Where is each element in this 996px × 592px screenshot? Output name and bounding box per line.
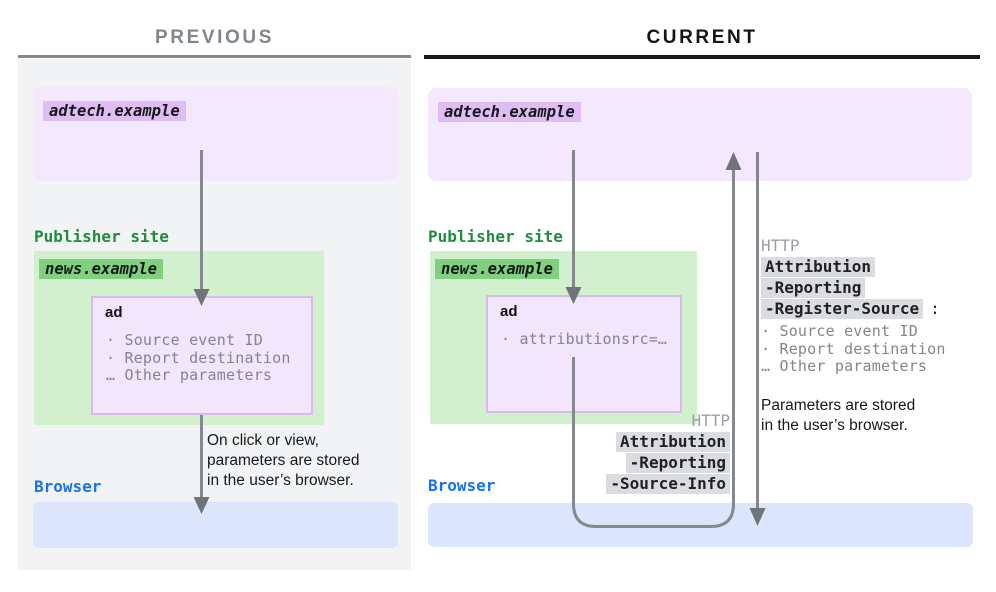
http-response-header: Attribution xyxy=(761,257,875,277)
current-title-rule xyxy=(424,55,980,59)
current-ad-param: · attributionsrc=… xyxy=(501,330,668,348)
current-adtech-box: adtech.example xyxy=(428,88,972,181)
http-response-param: · Source event ID xyxy=(761,322,918,340)
http-response-param: … Other parameters xyxy=(761,357,928,375)
http-response-header: -Reporting xyxy=(761,278,866,298)
current-adtech-label: adtech.example xyxy=(438,102,581,122)
previous-ad-param: · Report destination xyxy=(106,348,291,367)
http-request-header: -Reporting xyxy=(625,453,730,473)
previous-column-title: PREVIOUS xyxy=(155,27,274,48)
previous-news-label: news.example xyxy=(39,259,163,279)
previous-ad-parameter-list: · Source event ID · Report destination …… xyxy=(106,331,291,385)
previous-ad-frame-label: ad xyxy=(105,304,123,321)
previous-publisher-site-label: Publisher site xyxy=(34,227,169,246)
http-request-protocol: HTTP xyxy=(691,411,730,430)
current-ad-frame: ad · attributionsrc=… xyxy=(486,295,682,413)
previous-browser-label: Browser xyxy=(34,477,102,496)
previous-adtech-label: adtech.example xyxy=(43,101,186,121)
http-response-header-block: HTTP Attribution -Reporting -Register-So… xyxy=(761,236,996,436)
previous-flow-note: On click or view, parameters are stored … xyxy=(207,432,360,489)
current-ad-frame-label: ad xyxy=(500,303,518,320)
http-response-parameter-list: · Source event ID · Report destination …… xyxy=(761,322,946,376)
previous-browser-box xyxy=(33,502,398,548)
http-response-colon: : xyxy=(930,299,940,318)
http-response-header: -Register-Source xyxy=(761,299,924,319)
current-browser-box xyxy=(428,503,973,547)
current-column-title: CURRENT xyxy=(646,27,758,48)
http-request-header: Attribution xyxy=(616,432,730,452)
current-flow-note: Parameters are stored in the user’s brow… xyxy=(761,396,916,434)
current-news-label: news.example xyxy=(435,259,559,279)
previous-title-rule xyxy=(18,55,411,58)
http-response-protocol: HTTP xyxy=(761,236,800,255)
http-request-header-block: HTTP Attribution -Reporting -Source-Info xyxy=(606,411,730,494)
previous-ad-param: … Other parameters xyxy=(106,366,273,384)
current-browser-label: Browser xyxy=(428,476,496,495)
http-response-param: · Report destination xyxy=(761,339,946,358)
current-publisher-site-label: Publisher site xyxy=(428,227,563,246)
previous-ad-frame: ad · Source event ID · Report destinatio… xyxy=(91,296,313,415)
current-ad-parameter-list: · attributionsrc=… xyxy=(501,330,668,349)
previous-adtech-box: adtech.example xyxy=(33,87,398,181)
previous-ad-param: · Source event ID xyxy=(106,331,263,349)
http-request-header: -Source-Info xyxy=(606,474,730,494)
